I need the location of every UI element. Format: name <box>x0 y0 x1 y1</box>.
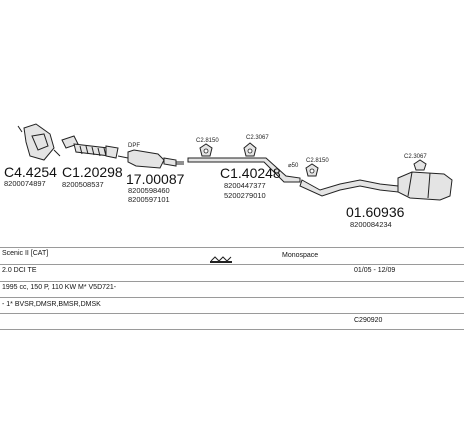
gearbox-notes: - 1* BVSR,DMSR,BMSR,DMSK <box>2 301 101 308</box>
part-ref-p1: 8200074897 <box>4 179 46 188</box>
dpf-label: DPF <box>128 143 140 149</box>
mount-bracket-2[interactable] <box>243 142 257 157</box>
mount-icon <box>210 251 232 263</box>
diameter-label: ⌀50 <box>288 163 299 169</box>
catalytic-converter-part[interactable] <box>17 123 61 161</box>
part-ref-p4: 8200447377 <box>224 181 266 190</box>
front-pipe-part[interactable] <box>61 135 119 159</box>
callout-c3: C2.8150 <box>306 158 329 164</box>
mount-bracket-1[interactable] <box>199 143 213 157</box>
intermediate-pipe-part[interactable] <box>187 157 301 183</box>
engine-spec: 1995 cc, 150 P, 110 KW M* V5D721- <box>2 284 117 291</box>
mount-rubber-rear[interactable] <box>413 159 427 171</box>
catalog-number: C290920 <box>354 317 383 324</box>
part-ref-p5: 8200084234 <box>350 220 392 229</box>
part-ref2-p3: 8200597101 <box>128 195 170 204</box>
callout-c2: C2.3067 <box>246 135 269 141</box>
engine: 2.0 DCI TE <box>2 267 37 274</box>
part-number-p4: C1.40248 <box>220 165 281 181</box>
part-number-p1: C4.4254 <box>4 164 57 180</box>
table-divider <box>0 281 464 282</box>
part-number-p3: 17.00087 <box>126 171 185 187</box>
table-divider <box>0 313 464 314</box>
mount-bracket-3[interactable] <box>305 163 319 177</box>
callout-c1: C2.8150 <box>196 138 219 144</box>
exhaust-diagram: C4.4254 8200074897 C1.20298 8200508537 D… <box>4 123 453 229</box>
part-ref-p3: 8200598460 <box>128 186 170 195</box>
mount-label: Monospace <box>282 252 319 259</box>
table-divider <box>0 297 464 298</box>
part-ref2-p4: 5200279010 <box>224 191 266 200</box>
vehicle-model: Scenic II [CAT] <box>2 250 49 257</box>
table-divider <box>0 329 464 330</box>
rear-silencer-part[interactable] <box>299 171 453 201</box>
table-divider <box>0 264 464 265</box>
table-divider <box>0 247 464 248</box>
callout-c4: C2.3067 <box>404 154 427 160</box>
production-period: 01/05 - 12/09 <box>354 267 396 274</box>
part-number-p2: C1.20298 <box>62 164 123 180</box>
part-number-p5: 01.60936 <box>346 204 405 220</box>
dpf-part[interactable] <box>117 149 184 169</box>
part-ref-p2: 8200508537 <box>62 180 104 189</box>
